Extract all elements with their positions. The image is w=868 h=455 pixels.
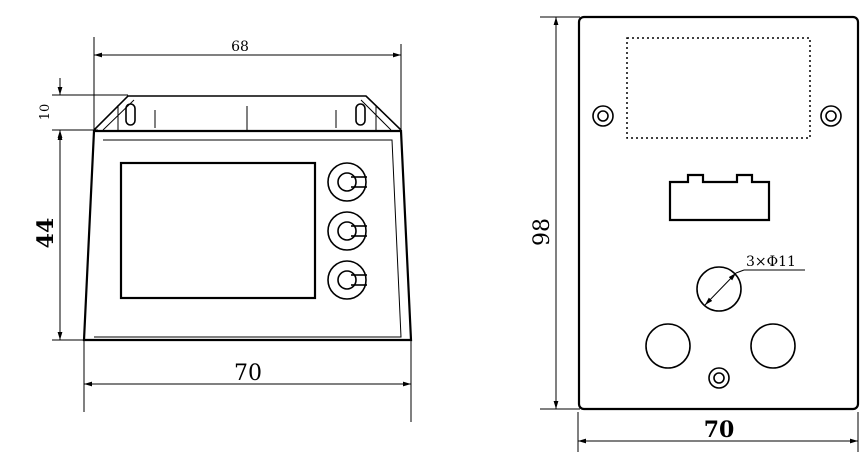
terminal-slot-right bbox=[355, 103, 366, 126]
terminal-connector bbox=[668, 173, 771, 222]
hole-left bbox=[645, 323, 691, 369]
dim-label-bottom-width: 70 bbox=[234, 361, 262, 386]
knob-middle bbox=[327, 211, 367, 251]
top-rim bbox=[93, 95, 402, 131]
terminal-slot-left bbox=[125, 103, 136, 126]
hole-right bbox=[750, 323, 796, 369]
screw-hole-left bbox=[592, 105, 614, 127]
front-view: 68 10 44 70 bbox=[33, 37, 413, 422]
dim-label-top-height: 10 bbox=[38, 104, 53, 121]
screw-hole-right bbox=[820, 105, 842, 127]
body-inner-outline bbox=[94, 139, 402, 338]
rear-view: 98 70 3×Φ11 bbox=[530, 15, 860, 452]
hole-callout-label: 3×Φ11 bbox=[746, 254, 796, 270]
diameter-line bbox=[704, 272, 737, 306]
display-screen bbox=[119, 161, 317, 300]
dim-label-body-height: 44 bbox=[33, 218, 59, 249]
screw-hole-bottom bbox=[708, 367, 730, 389]
leader-line bbox=[735, 269, 745, 274]
dim-label-rear-width: 70 bbox=[704, 417, 735, 443]
knob-top bbox=[327, 162, 367, 202]
body-outline bbox=[82, 129, 413, 342]
dim-label-rear-height: 98 bbox=[530, 218, 555, 246]
hole-top bbox=[696, 266, 742, 312]
dotted-window-outline bbox=[626, 37, 811, 139]
rear-panel bbox=[577, 15, 860, 411]
knob-bottom bbox=[327, 260, 367, 300]
dim-label-top-width: 68 bbox=[231, 39, 249, 55]
